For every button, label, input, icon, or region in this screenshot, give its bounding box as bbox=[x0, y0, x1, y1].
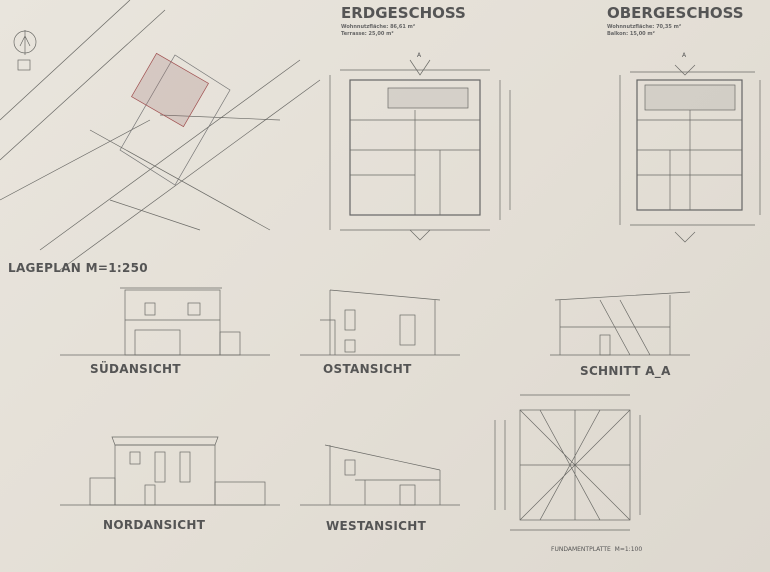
westansicht-title: WESTANSICHT bbox=[326, 519, 427, 533]
area-label: Wohnnutzfläche: bbox=[607, 24, 655, 30]
fundament-label: FUNDAMENTPLATTE bbox=[551, 546, 611, 553]
erdgeschoss-terrace: Terrasse: 25,00 m² bbox=[341, 31, 394, 37]
obergeschoss-balcony: Balkon: 15,00 m² bbox=[607, 31, 655, 37]
obergeschoss-plan bbox=[619, 64, 761, 243]
area-value: 86,61 m² bbox=[390, 24, 416, 30]
nordansicht-drawing bbox=[60, 436, 280, 506]
north-arrow-icon bbox=[13, 30, 37, 71]
area-label: Wohnnutzfläche: bbox=[341, 24, 389, 30]
erdgeschoss-area: Wohnnutzfläche: 86,61 m² bbox=[341, 24, 415, 30]
ostansicht-drawing bbox=[300, 289, 460, 356]
balcony-label: Balkon: bbox=[607, 31, 629, 37]
ostansicht-title: OSTANSICHT bbox=[323, 362, 412, 376]
balcony-value: 15,00 m² bbox=[629, 31, 655, 37]
schnitt-title: SCHNITT A_A bbox=[580, 364, 671, 378]
terrace-value: 25,00 m² bbox=[368, 31, 394, 37]
schnitt-drawing bbox=[550, 291, 691, 356]
erdgeschoss-title: ERDGESCHOSS bbox=[341, 4, 466, 22]
lageplan-title: LAGEPLAN M=1:250 bbox=[8, 261, 148, 275]
fundament-scale: M=1:100 bbox=[614, 546, 643, 553]
westansicht-drawing bbox=[300, 444, 460, 506]
fundamentplatte-title: FUNDAMENTPLATTE M=1:100 bbox=[551, 546, 642, 553]
obergeschoss-title: OBERGESCHOSS bbox=[607, 4, 744, 22]
suedansicht-title: SÜDANSICHT bbox=[90, 362, 181, 376]
terrace-label: Terrasse: bbox=[341, 31, 367, 37]
fundamentplatte-drawing bbox=[494, 394, 641, 531]
nordansicht-title: NORDANSICHT bbox=[103, 518, 206, 532]
section-marker: A bbox=[417, 52, 422, 59]
section-marker: A bbox=[682, 52, 687, 59]
obergeschoss-area: Wohnnutzfläche: 70,35 m² bbox=[607, 24, 681, 30]
area-value: 70,35 m² bbox=[656, 24, 682, 30]
suedansicht-drawing bbox=[60, 287, 270, 356]
site-plan bbox=[0, 0, 321, 271]
erdgeschoss-plan bbox=[329, 59, 511, 241]
